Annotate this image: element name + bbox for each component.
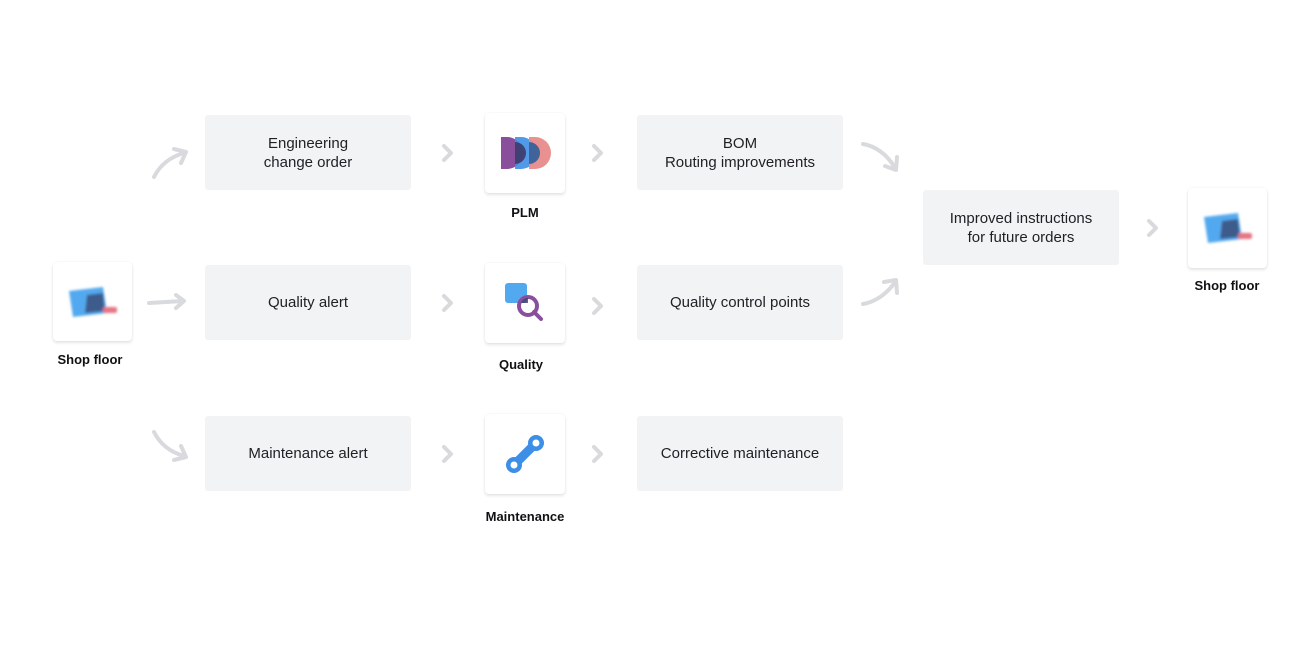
- quality-tile: [485, 263, 565, 343]
- engineering-change-order-box: Engineering change order: [205, 115, 411, 190]
- chevron-right-icon: [442, 294, 453, 312]
- plm-icon: [501, 137, 551, 169]
- bom-routing-box: BOM Routing improvements: [637, 115, 843, 190]
- chevron-right-icon: [1147, 219, 1158, 237]
- shop-floor-source-label: Shop floor: [57, 352, 123, 367]
- quality-icon: [505, 283, 543, 321]
- chevron-right-icon: [592, 445, 603, 463]
- shop-floor-target-label: Shop floor: [1194, 278, 1260, 293]
- quality-label: Quality: [498, 357, 544, 372]
- arrow-qcp-to-improved: [861, 278, 899, 306]
- improved-instructions-box: Improved instructions for future orders: [923, 190, 1119, 265]
- arrow-source-to-maintenance-alert: [152, 430, 188, 462]
- plm-label: PLM: [511, 205, 539, 220]
- chevron-right-icon: [592, 144, 603, 162]
- chevron-right-icon: [442, 144, 453, 162]
- maintenance-icon: [506, 435, 544, 473]
- arrow-source-to-quality-alert: [147, 293, 186, 310]
- maintenance-label: Maintenance: [485, 509, 565, 524]
- chevron-right-icon: [592, 297, 603, 315]
- quality-control-points-box: Quality control points: [637, 265, 843, 340]
- maintenance-tile: [485, 414, 565, 494]
- shop-floor-target-tile: [1188, 188, 1267, 268]
- quality-alert-box: Quality alert: [205, 265, 411, 340]
- maintenance-alert-box: Maintenance alert: [205, 416, 411, 491]
- arrow-bom-to-improved: [861, 142, 899, 172]
- corrective-maintenance-box: Corrective maintenance: [637, 416, 843, 491]
- chevron-right-icon: [442, 445, 453, 463]
- shop-floor-icon: [1203, 213, 1252, 243]
- arrow-source-to-eco: [152, 147, 188, 179]
- plm-tile: [485, 113, 565, 193]
- shop-floor-source-tile: [53, 262, 132, 341]
- shop-floor-icon: [68, 286, 117, 317]
